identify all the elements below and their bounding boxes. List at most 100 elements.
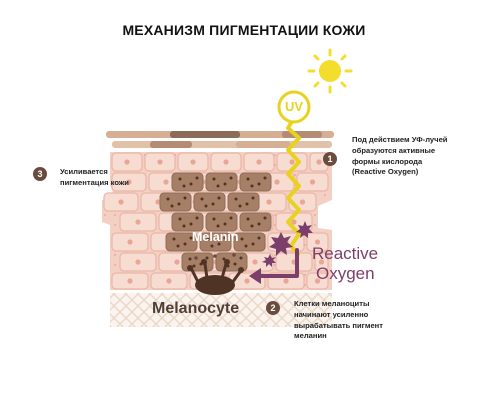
melanin-granule — [216, 184, 220, 188]
cell-nucleus — [135, 219, 141, 225]
melanin-granule — [263, 216, 267, 220]
step-2-badge: 2 — [266, 301, 280, 315]
sun-icon — [307, 48, 353, 94]
melanin-granule — [178, 177, 182, 181]
cell-nucleus — [126, 179, 132, 185]
melanin-granule — [205, 256, 209, 260]
melanin-cell — [193, 192, 226, 212]
melanin-granule — [233, 262, 237, 266]
melanin-cell — [165, 232, 198, 252]
melanin-granule — [223, 222, 227, 226]
melanin-granule — [182, 224, 186, 228]
melanin-granule — [250, 224, 254, 228]
melanin-granule — [216, 224, 220, 228]
melanin-granule — [195, 216, 199, 220]
melanin-granule — [178, 217, 182, 221]
melanin-granule — [263, 176, 267, 180]
uv-bubble-icon — [277, 90, 311, 124]
cell-nucleus — [155, 199, 161, 205]
melanin-granule — [192, 264, 196, 268]
melanin-granule — [204, 204, 208, 208]
melanin-label: Melanin — [192, 230, 239, 244]
stratum-corneum — [106, 131, 334, 148]
melanin-cell — [205, 172, 238, 192]
melanin-granule — [246, 177, 250, 181]
step-2-text: Клетки меланоциты начинают усиленно выра… — [294, 299, 383, 341]
melanin-granule — [257, 236, 261, 240]
cell-nucleus — [157, 159, 163, 165]
page-title: МЕХАНИЗМ ПИГМЕНТАЦИИ КОЖИ — [122, 22, 366, 38]
melanin-granule — [195, 176, 199, 180]
cell-nucleus — [252, 259, 258, 265]
cell-nucleus — [223, 159, 229, 165]
dermis-layer — [110, 293, 332, 327]
melanin-pigment-cells — [159, 172, 272, 272]
cell-nucleus — [124, 159, 130, 165]
cell-nucleus — [127, 239, 133, 245]
melanin-cell — [239, 212, 272, 232]
step-1-badge: 1 — [323, 152, 337, 166]
melanin-granule — [189, 236, 193, 240]
melanin-granule — [177, 202, 181, 206]
melanin-granule — [240, 237, 244, 241]
melanin-granule — [250, 184, 254, 188]
cell-nucleus — [118, 199, 124, 205]
melanin-granule — [238, 204, 242, 208]
melanin-granule — [176, 244, 180, 248]
cell-nucleus — [256, 159, 262, 165]
melanin-cell — [199, 232, 232, 252]
step-3-badge: 3 — [33, 167, 47, 181]
cell-nucleus — [135, 259, 141, 265]
melanin-granule — [172, 237, 176, 241]
melanin-granule — [212, 177, 216, 181]
cell-nucleus — [309, 179, 316, 185]
cell-nucleus — [318, 259, 325, 265]
melanin-granule — [189, 222, 193, 226]
melanin-cell — [171, 212, 204, 232]
cell-nucleus — [289, 159, 295, 165]
cell-nucleus — [314, 278, 321, 284]
melanin-granule — [223, 236, 227, 240]
melanin-granule — [206, 237, 210, 241]
melanin-cell — [227, 192, 260, 212]
melanocyte-label: Melanocyte — [152, 300, 240, 317]
melanin-granule — [223, 182, 227, 186]
step-1-text: Под действием УФ-лучей образуются активн… — [352, 135, 448, 177]
cell-nucleus — [274, 179, 280, 185]
melanin-granule — [251, 242, 255, 246]
melanin-granule — [234, 197, 238, 201]
cell-nucleus — [283, 278, 289, 284]
melanin-granule — [217, 242, 221, 246]
uv-label: UV — [284, 99, 304, 114]
melanin-granule — [166, 197, 170, 201]
melanin-granule — [222, 257, 226, 261]
melanin-granule — [257, 182, 261, 186]
melanin-cell — [171, 172, 204, 192]
melanin-cell — [205, 212, 238, 232]
cell-nucleus — [166, 278, 172, 284]
reactive-oxygen-label-line1: Reactive — [312, 244, 379, 263]
melanin-granule — [183, 242, 187, 246]
melanocyte-cell — [187, 253, 244, 295]
melanin-granule — [211, 202, 215, 206]
cell-nucleus — [291, 219, 297, 225]
cell-nucleus — [174, 259, 180, 265]
reactive-oxygen-label-line2: Oxygen — [316, 264, 375, 283]
melanin-granule — [210, 244, 214, 248]
melanin-cell — [159, 192, 192, 212]
reactive-oxygen-arrow — [249, 248, 299, 284]
cell-nucleus — [299, 199, 306, 205]
step-3-text: Усиливается пигментация кожи — [60, 167, 129, 187]
melanin-granule — [183, 196, 187, 200]
melanin-granule — [257, 222, 261, 226]
melanin-granule — [189, 182, 193, 186]
cell-nucleus — [244, 278, 250, 284]
melanin-granule — [200, 197, 204, 201]
melanin-granule — [170, 204, 174, 208]
cell-nucleus — [190, 159, 196, 165]
melanin-granule — [217, 196, 221, 200]
melanin-granule — [245, 202, 249, 206]
melanin-granule — [239, 256, 243, 260]
melanin-granule — [246, 217, 250, 221]
melanin-cell — [233, 232, 266, 252]
